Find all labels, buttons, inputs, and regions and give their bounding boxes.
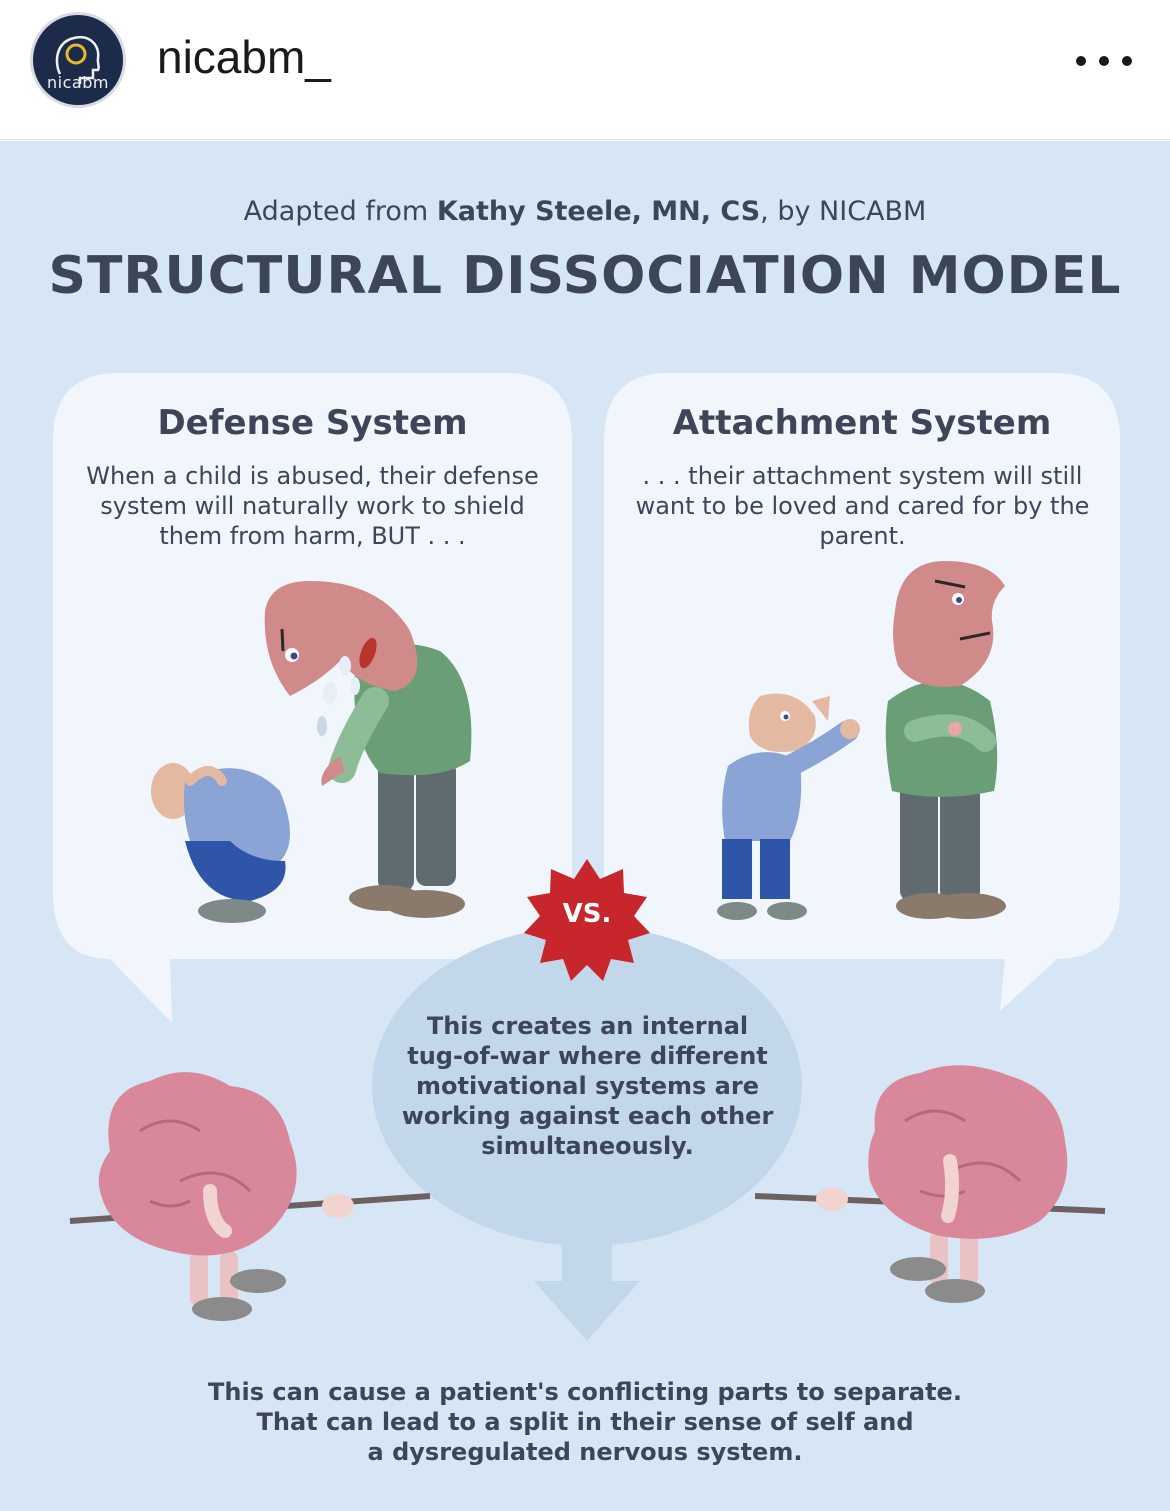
parent-figure-left (264, 581, 472, 918)
brain-left (69, 1072, 431, 1321)
down-arrow-icon (534, 1241, 640, 1341)
parent-figure-right (885, 561, 1006, 919)
infographic-title: STRUCTURAL DISSOCIATION MODEL (48, 246, 1122, 306)
starburst-icon (524, 859, 650, 981)
defense-system-text: When a child is abused, their defense sy… (86, 462, 539, 550)
infographic-illustration (53, 373, 1120, 1341)
reaching-child (717, 693, 860, 920)
attachment-system-title: Attachment System (672, 403, 1052, 443)
ellipsis-icon (1099, 56, 1109, 66)
subtitle-suffix: , by NICABM (760, 196, 927, 227)
tug-of-war-text: This creates an internal tug-of-war wher… (401, 1012, 774, 1160)
defense-system-title: Defense System (157, 403, 468, 443)
username[interactable]: nicabm_ (157, 31, 331, 83)
ellipsis-icon (1076, 56, 1086, 66)
center-bubble (372, 926, 802, 1246)
ellipsis-icon (1122, 56, 1132, 66)
subtitle-prefix: Adapted from (243, 196, 437, 227)
subtitle-author: Kathy Steele, MN, CS (436, 196, 761, 227)
conclusion-text: This can cause a patient's conflicting p… (0, 1377, 1170, 1467)
conclusion-line: a dysregulated nervous system. (367, 1438, 803, 1466)
avatar-label: nicabm (47, 73, 109, 92)
vs-label: VS. (562, 899, 612, 929)
attribution-subtitle: Adapted from Kathy Steele, MN, CS, by NI… (0, 196, 1170, 227)
post-image: Adapted from Kathy Steele, MN, CS, by NI… (0, 141, 1170, 1511)
crouching-child (151, 763, 290, 923)
conclusion-line: That can lead to a split in their sense … (256, 1408, 914, 1436)
profile-avatar[interactable]: nicabm (30, 12, 126, 108)
head-logo-icon (55, 35, 100, 84)
attachment-system-text: . . . their attachment system will still… (635, 462, 1090, 550)
more-options-button[interactable] (1076, 46, 1132, 76)
conclusion-line: This can cause a patient's conflicting p… (208, 1378, 962, 1406)
brain-right (754, 1065, 1106, 1303)
post-header: nicabm nicabm_ (0, 0, 1170, 140)
